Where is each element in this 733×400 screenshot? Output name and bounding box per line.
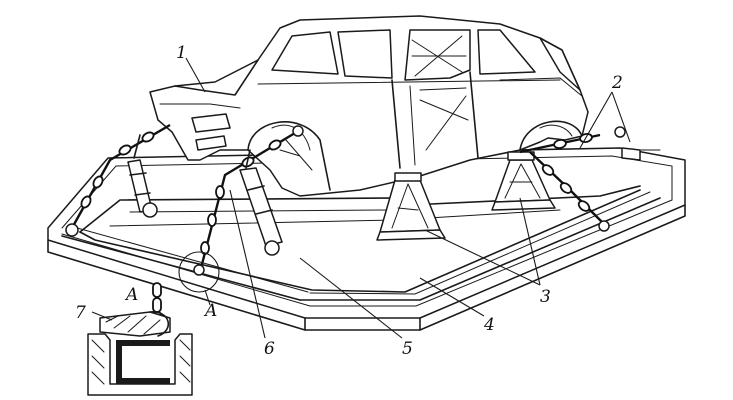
callout-7: 7 <box>75 303 86 323</box>
callout-5: 5 <box>402 339 413 359</box>
callout-4: 4 <box>483 315 495 335</box>
car-body <box>149 15 589 197</box>
detail-view-a <box>87 282 193 396</box>
callouts: 1 2 3 4 5 6 7 A A <box>75 43 623 359</box>
callout-3: 3 <box>540 287 551 307</box>
turnbuckle-left <box>127 134 158 218</box>
callout-1: 1 <box>176 43 187 63</box>
callout-2: 2 <box>611 73 623 93</box>
chain-center <box>198 125 304 273</box>
support-stand-rear <box>376 172 446 241</box>
turnbuckle-center <box>239 149 283 256</box>
leader-lines <box>91 57 631 339</box>
support-stand-front <box>491 151 556 211</box>
detail-view-title: A <box>124 285 138 305</box>
callout-6: 6 <box>264 339 275 359</box>
detail-mark-circle <box>178 251 220 306</box>
chain-right <box>519 126 626 232</box>
detail-mark-label: A <box>203 301 217 321</box>
chain-left-rear <box>65 123 171 237</box>
